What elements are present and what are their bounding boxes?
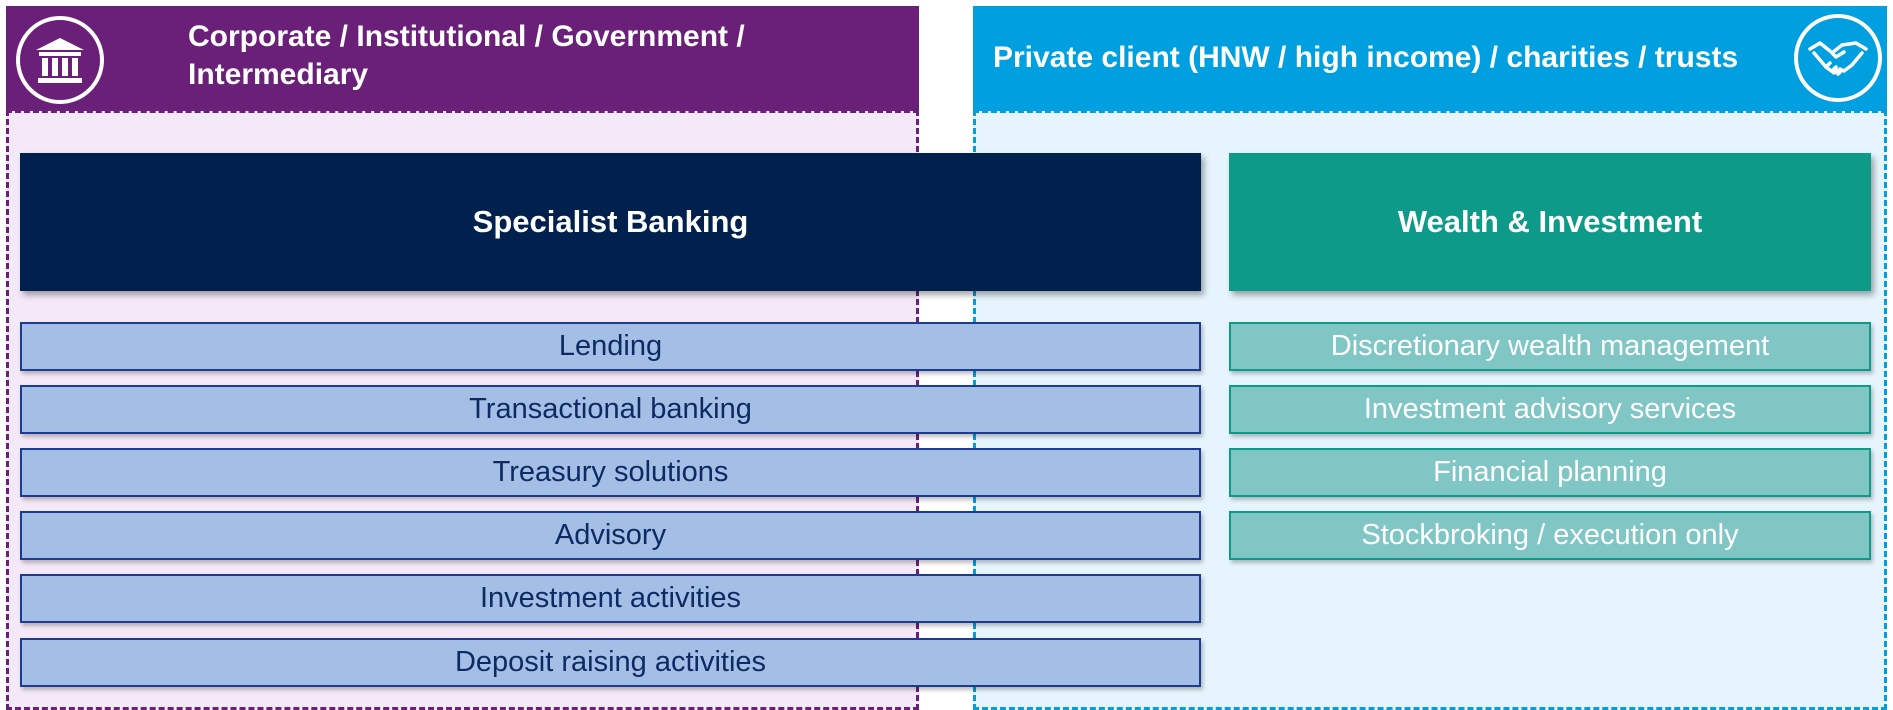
service-deposit-raising: Deposit raising activities [20,638,1201,687]
wealth-investment-title: Wealth & Investment [1229,153,1871,291]
handshake-icon [1794,14,1882,102]
service-transactional-banking: Transactional banking [20,385,1201,434]
specialist-banking-title: Specialist Banking [20,153,1201,291]
private-client-segment-header [973,6,1887,111]
private-client-segment-title: Private client (HNW / high income) / cha… [993,41,1739,74]
service-investment-advisory: Investment advisory services [1229,385,1871,434]
service-treasury-solutions: Treasury solutions [20,448,1201,497]
bank-building-icon [16,16,104,104]
service-financial-planning: Financial planning [1229,448,1871,497]
service-investment-activities: Investment activities [20,574,1201,623]
service-stockbroking: Stockbroking / execution only [1229,511,1871,560]
corporate-segment-title: Corporate / Institutional / Government /… [188,20,745,91]
service-discretionary-wealth: Discretionary wealth management [1229,322,1871,371]
service-advisory: Advisory [20,511,1201,560]
corporate-segment-header [6,6,919,111]
service-lending: Lending [20,322,1201,371]
